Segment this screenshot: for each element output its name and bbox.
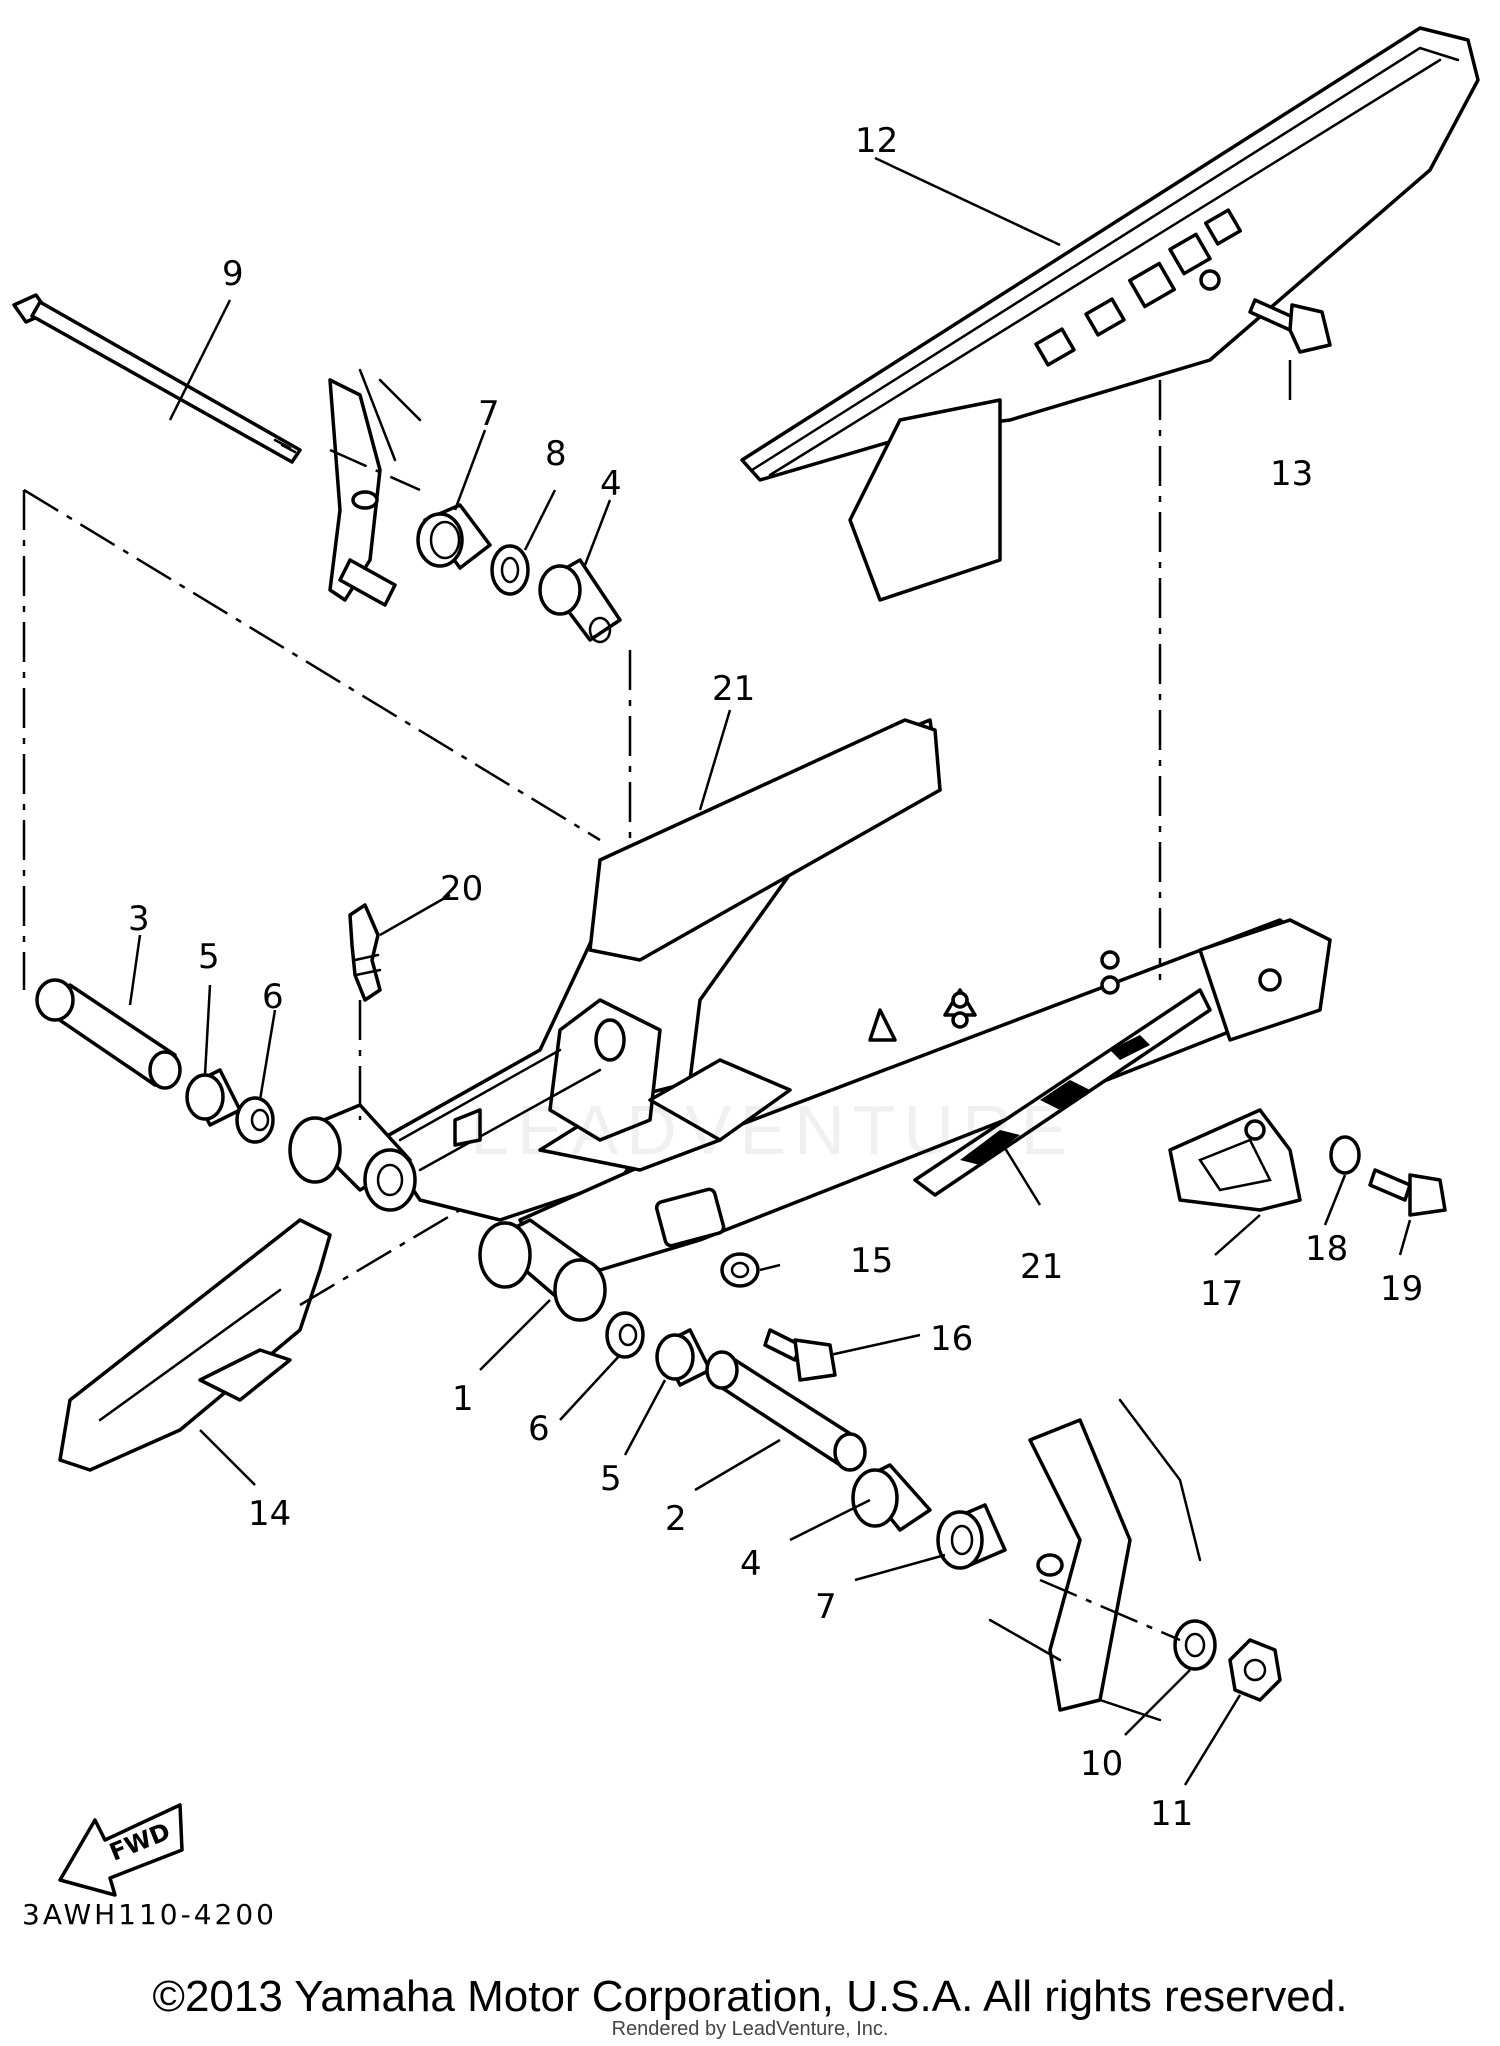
callout-13: 13 xyxy=(1270,454,1313,494)
callout-18: 18 xyxy=(1305,1229,1348,1269)
pivot-tube-left xyxy=(288,1103,417,1212)
callout-7-upper: 7 xyxy=(478,394,500,434)
callout-9: 9 xyxy=(222,254,244,294)
callout-21-lower: 21 xyxy=(1020,1247,1063,1287)
callout-11: 11 xyxy=(1150,1794,1193,1834)
callout-7-lower: 7 xyxy=(815,1587,837,1627)
callout-6-left: 6 xyxy=(262,977,284,1017)
chain-puller-part-17 xyxy=(1168,1108,1302,1212)
washer-part-18 xyxy=(1329,1135,1361,1175)
diagram-code: 3AWH110-4200 xyxy=(22,1898,277,1931)
washer-part-15 xyxy=(720,1252,760,1288)
callout-10: 10 xyxy=(1080,1744,1123,1784)
callout-16: 16 xyxy=(930,1319,973,1359)
callout-19: 19 xyxy=(1380,1269,1423,1309)
chain-slider-part-14 xyxy=(58,1218,332,1472)
callout-4-lower: 4 xyxy=(740,1544,762,1584)
nut-part-11 xyxy=(1228,1638,1282,1702)
pivot-shaft-part-9 xyxy=(12,293,302,464)
collar-part-2 xyxy=(705,1350,867,1472)
callout-15: 15 xyxy=(850,1241,893,1281)
callout-17: 17 xyxy=(1200,1274,1243,1314)
bolt-part-19 xyxy=(1368,1168,1447,1217)
bearing-part-6-right xyxy=(605,1311,645,1359)
callout-2: 2 xyxy=(665,1499,687,1539)
collar-part-7-lower xyxy=(936,1503,1007,1570)
callout-21-upper: 21 xyxy=(712,669,755,709)
callout-20: 20 xyxy=(440,869,483,909)
collar-part-7-upper xyxy=(416,503,492,570)
leader-lines xyxy=(128,156,1412,1786)
chain-case-part-12 xyxy=(740,26,1480,602)
callout-5-right: 5 xyxy=(600,1459,622,1499)
bushing-part-5-right xyxy=(655,1328,712,1387)
assembly-lines xyxy=(22,380,1181,1642)
callout-labels: 12 13 9 7 8 4 21 20 3 5 6 15 16 21 17 18… xyxy=(128,121,1423,1834)
callout-4-upper: 4 xyxy=(600,464,622,504)
bushing-part-5-left xyxy=(185,1068,242,1127)
bushing-part-4-upper xyxy=(538,558,622,644)
callout-12: 12 xyxy=(855,121,898,161)
frame-bracket-lower xyxy=(988,1398,1202,1722)
washer-part-10 xyxy=(1173,1619,1217,1671)
callout-8: 8 xyxy=(545,434,567,474)
callout-14: 14 xyxy=(248,1494,291,1534)
pivot-tube-right xyxy=(478,1218,607,1322)
bushing-part-4-lower xyxy=(851,1463,932,1532)
washer-part-8-upper xyxy=(490,544,530,596)
callout-6-right: 6 xyxy=(528,1409,550,1449)
collar-part-3-left xyxy=(35,978,182,1090)
fwd-arrow-icon: FWD xyxy=(58,1803,184,1897)
rendered-by-notice: Rendered by LeadVenture, Inc. xyxy=(611,2018,889,2040)
bolt-part-13 xyxy=(1248,298,1332,354)
decal-part-21 xyxy=(913,988,1212,1197)
frame-bracket-upper xyxy=(328,368,422,607)
callout-1: 1 xyxy=(452,1379,474,1419)
callout-5-left: 5 xyxy=(198,937,220,977)
bearing-part-6-left xyxy=(235,1096,275,1144)
callout-3: 3 xyxy=(128,899,150,939)
watermark: LEADVENTURE xyxy=(470,1091,1076,1169)
grease-nipple-part-20 xyxy=(348,903,382,1002)
swing-arm-part-1 xyxy=(378,718,1332,1272)
copyright-notice: ©2013 Yamaha Motor Corporation, U.S.A. A… xyxy=(152,1972,1348,2021)
bolt-part-16 xyxy=(763,1328,837,1382)
